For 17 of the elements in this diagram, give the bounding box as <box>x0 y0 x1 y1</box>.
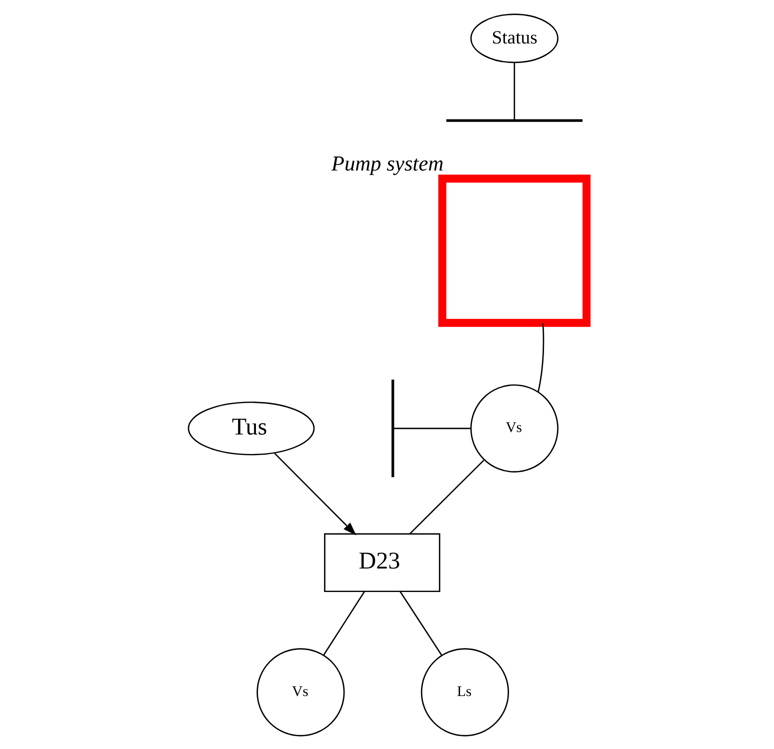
node-box: D23 <box>324 532 440 592</box>
node-label: Pump system <box>330 150 444 175</box>
connector <box>399 590 442 656</box>
connector <box>322 590 365 656</box>
node-circle: Vs <box>470 384 558 472</box>
node-ellipse: Tus <box>187 401 314 455</box>
node-box <box>438 174 590 326</box>
node-circle: Ls <box>420 648 509 736</box>
node-ellipse: Status <box>470 13 558 63</box>
node-circle: Vs <box>256 648 344 736</box>
connector <box>513 62 515 120</box>
node-bar <box>391 379 394 477</box>
connector <box>537 322 544 392</box>
connector <box>408 459 484 534</box>
arrow <box>274 452 356 535</box>
node-bar <box>446 118 582 122</box>
connector <box>393 427 470 429</box>
